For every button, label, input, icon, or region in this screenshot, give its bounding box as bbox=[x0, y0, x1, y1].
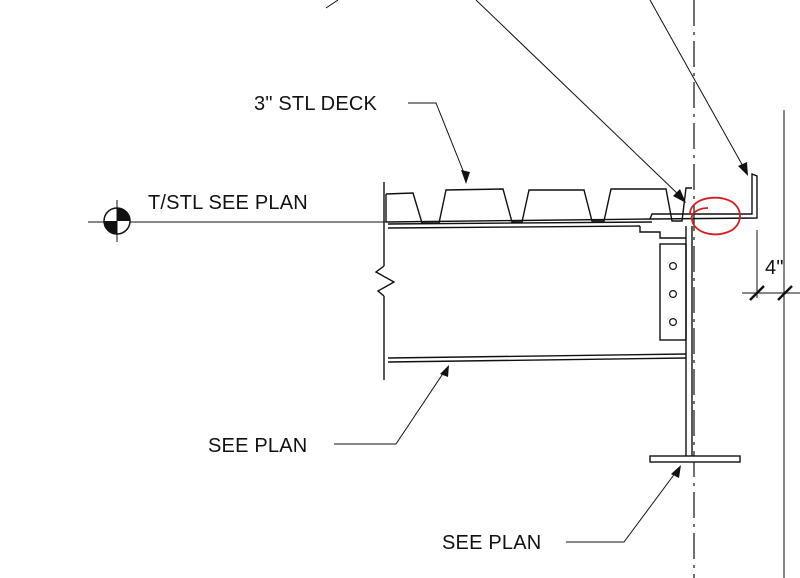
column-leader bbox=[566, 465, 681, 543]
dimension-label: 4" bbox=[765, 257, 784, 279]
upper-leaders bbox=[475, 0, 748, 203]
column-see-plan-label: SEE PLAN bbox=[442, 532, 541, 554]
shear-tab bbox=[659, 243, 687, 341]
top-of-steel-label: T/STL SEE PLAN bbox=[148, 192, 308, 214]
deck-label: 3" STL DECK bbox=[254, 93, 377, 115]
steel-column bbox=[649, 226, 741, 463]
deck-leader bbox=[408, 102, 470, 184]
dimension-4in bbox=[742, 230, 800, 301]
partial-leader-top bbox=[325, 0, 339, 9]
beam-see-plan-label: SEE PLAN bbox=[208, 435, 307, 457]
bolt bbox=[668, 318, 677, 327]
markup-cloud bbox=[689, 196, 741, 236]
steel-beam bbox=[387, 221, 687, 363]
edge-angle bbox=[648, 172, 758, 220]
elevation-target-icon bbox=[103, 200, 131, 242]
bolt bbox=[668, 262, 677, 271]
bolt bbox=[668, 290, 677, 299]
break-line bbox=[374, 182, 396, 380]
steel-deck bbox=[385, 187, 692, 224]
beam-leader bbox=[334, 365, 449, 445]
